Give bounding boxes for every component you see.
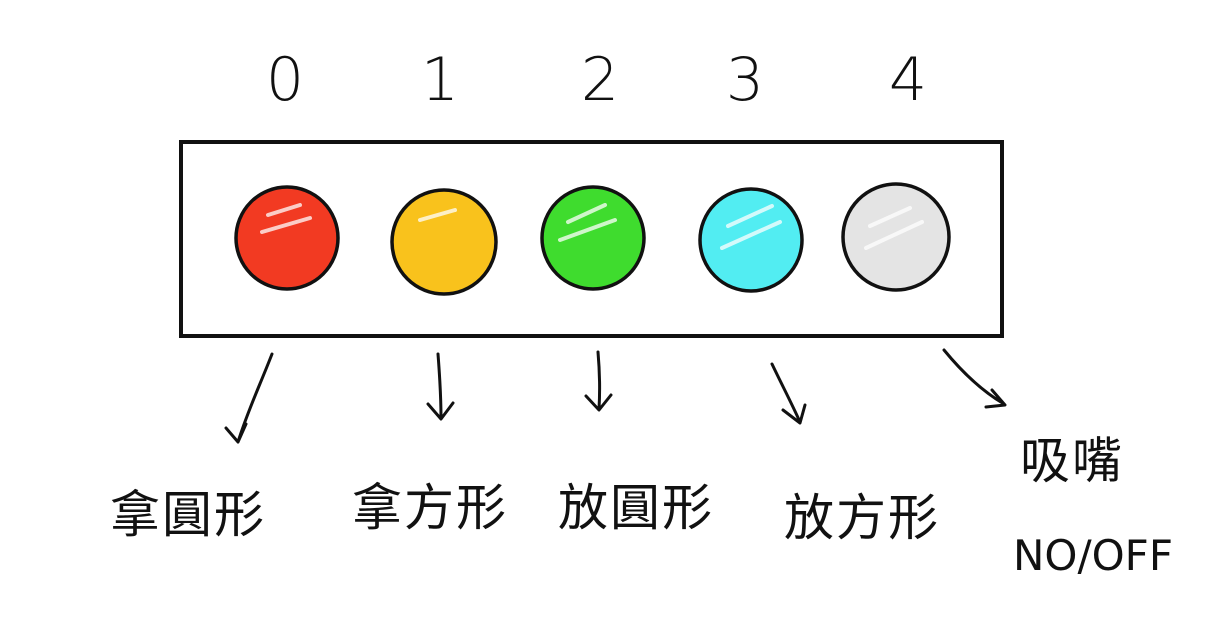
arrow-0: [224, 352, 274, 444]
slot-label-2: 放圓形: [558, 479, 714, 537]
index-label-3: 3: [726, 45, 764, 115]
led-3-cyan: [698, 187, 804, 293]
arrow-2: [584, 350, 613, 412]
arrow-4: [942, 348, 1007, 409]
indicator-housing: [179, 140, 1004, 338]
led-highlights: [260, 203, 924, 250]
slot-label-0: 拿圓形: [110, 486, 266, 544]
arrow-1: [426, 352, 455, 421]
led-4-white: [841, 182, 951, 292]
index-label-1: 1: [421, 45, 459, 115]
index-label-0: 0: [266, 45, 304, 115]
led-0-red: [234, 185, 340, 291]
slot-label-4-line2: NO/OFF: [1013, 531, 1173, 580]
slot-label-4-line1: 吸嘴: [1020, 432, 1124, 490]
index-label-4: 4: [889, 45, 927, 115]
led-2-green: [540, 185, 646, 291]
led-1-yellow: [390, 188, 498, 296]
slot-label-3: 放方形: [784, 489, 940, 547]
arrow-3: [770, 362, 807, 425]
slot-label-1: 拿方形: [352, 479, 508, 537]
index-label-2: 2: [581, 45, 619, 115]
